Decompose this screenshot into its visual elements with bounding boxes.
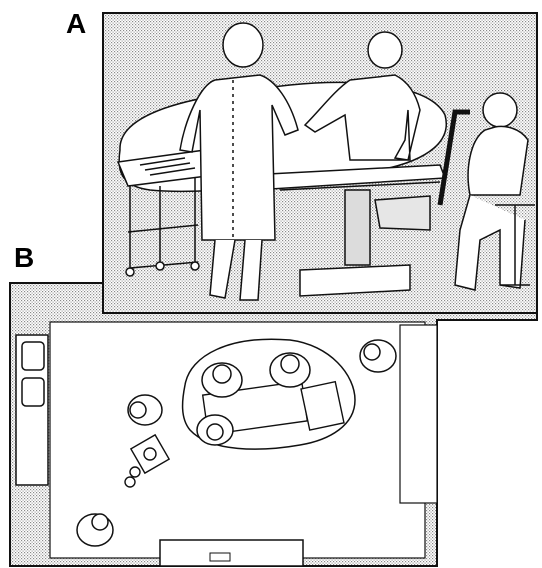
door-opening [400, 325, 437, 503]
storage-cabinet [160, 540, 303, 566]
panel-b [10, 283, 537, 566]
panel-a [103, 13, 537, 313]
scrub-sinks [16, 335, 48, 485]
